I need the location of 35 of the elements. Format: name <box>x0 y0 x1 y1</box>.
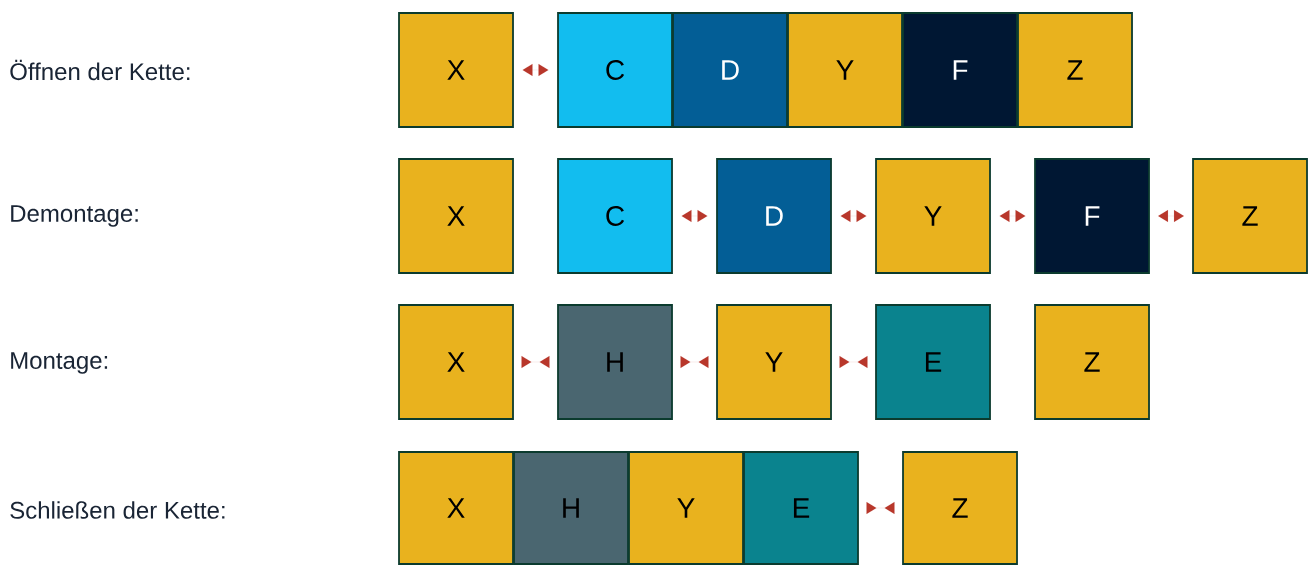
double-arrow <box>840 210 867 222</box>
letter-box: D <box>672 12 788 128</box>
letter-box: F <box>1034 158 1150 274</box>
letter-box: Z <box>1017 12 1133 128</box>
letter-box: C <box>557 12 673 128</box>
letter-box: Y <box>875 158 991 274</box>
double-arrow <box>1158 210 1184 222</box>
letter-box: D <box>716 158 832 274</box>
letter-box: H <box>513 451 629 565</box>
row-label: Montage: <box>11 352 108 374</box>
letter-box: X <box>398 158 514 274</box>
letter-box: H <box>557 304 673 420</box>
converging-arrow <box>866 502 895 514</box>
converging-arrow <box>521 356 550 368</box>
row-label: Öffnen der Kette: <box>10 59 190 81</box>
letter-box: X <box>398 304 514 420</box>
letter-box: C <box>557 158 673 274</box>
converging-arrow <box>680 356 709 368</box>
converging-arrow <box>839 356 868 368</box>
letter-box: X <box>398 451 514 565</box>
letter-box: Y <box>628 451 744 565</box>
letter-box: X <box>398 12 514 128</box>
letter-box: Y <box>787 12 903 128</box>
row-label: Demontage: <box>11 205 138 227</box>
letter-box: E <box>875 304 991 420</box>
row-label: Schließen der Kette: <box>10 501 225 519</box>
letter-box: Y <box>716 304 832 420</box>
letter-box: E <box>743 451 859 565</box>
double-arrow <box>681 210 708 222</box>
letter-box: Z <box>902 451 1018 565</box>
letter-box: Z <box>1192 158 1308 274</box>
letter-box: Z <box>1034 304 1150 420</box>
double-arrow <box>999 210 1026 222</box>
double-arrow <box>522 64 549 76</box>
letter-box: F <box>902 12 1018 128</box>
